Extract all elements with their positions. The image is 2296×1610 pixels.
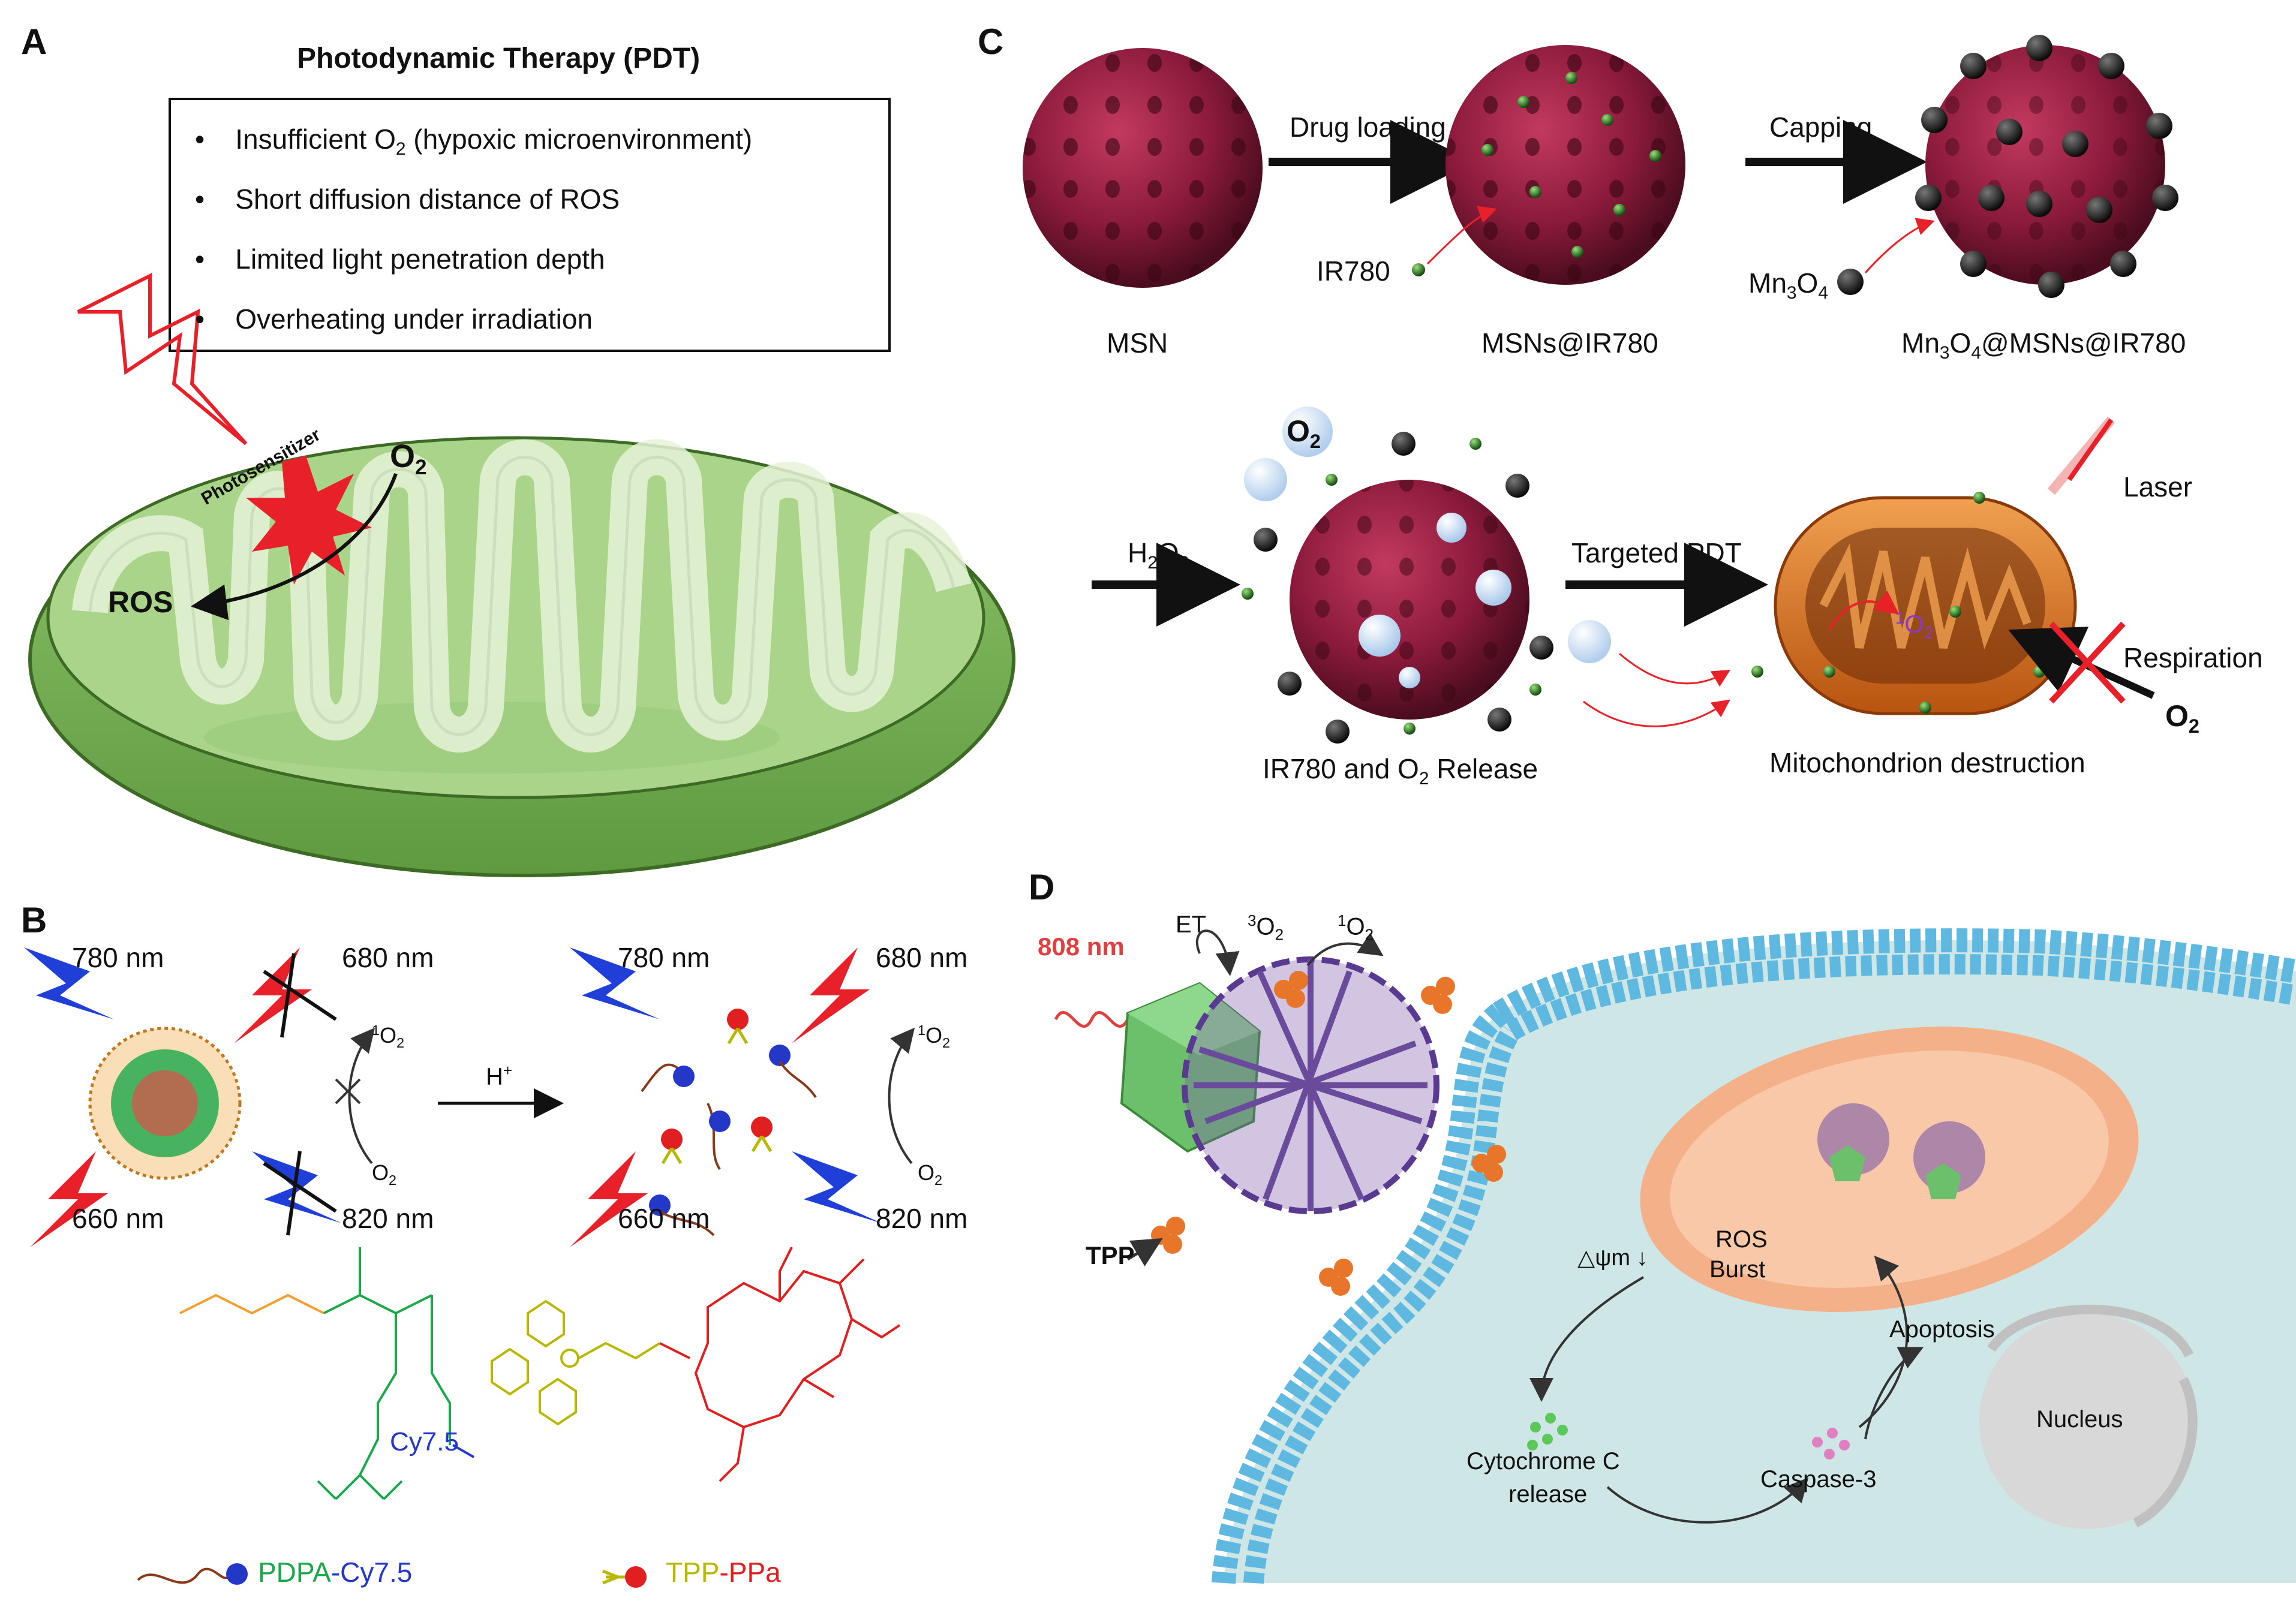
mito-destruction-label: Mitochondrion destruction <box>1769 747 2085 778</box>
cell-mitochondrion <box>1640 1027 2139 1312</box>
panel-d-label: D <box>1029 867 1055 907</box>
cytochrome-c-label-2: release <box>1508 1481 1588 1507</box>
laser-label: Laser <box>2123 471 2193 502</box>
panel-c-label: C <box>978 22 1004 62</box>
laser-808-label: 808 nm <box>1038 932 1125 961</box>
o2-bubble-label: O2 <box>1287 414 1321 452</box>
mn3o4-msns-ir780-particle <box>1915 35 2178 298</box>
cytochrome-c-label-1: Cytochrome C <box>1466 1448 1620 1474</box>
singlet-oxygen-left: 1O2 <box>372 1022 405 1051</box>
polymer-structure <box>179 1247 474 1500</box>
respiration-label: Respiration <box>2123 642 2263 673</box>
cytochrome-c-dots <box>1527 1413 1568 1450</box>
capping-label: Capping <box>1769 112 1873 143</box>
wavelength-680-left: 680 nm <box>342 942 434 973</box>
h2o2-label: H2O2 <box>1128 537 1189 573</box>
tpp-ppa-structure <box>491 1247 901 1482</box>
apoptosis-label: Apoptosis <box>1889 1316 1995 1343</box>
tpp-label: TPP <box>1086 1241 1135 1269</box>
red-bolt-680-left <box>234 947 337 1043</box>
wavelength-660-right: 660 nm <box>618 1203 710 1234</box>
ros-burst-label-2: Burst <box>1709 1256 1766 1283</box>
msn-label: MSN <box>1107 327 1168 359</box>
wavelength-660-left: 660 nm <box>72 1203 164 1234</box>
wavelength-680-right: 680 nm <box>876 942 968 973</box>
et-label: ET <box>1176 911 1207 938</box>
starburst-icon <box>246 456 372 585</box>
mn3o4-msns-ir780-label: Mn3O4@MSNs@IR780 <box>1901 327 2186 363</box>
o2-respiration-label: O2 <box>2165 699 2199 737</box>
singlet-oxygen-label: 1O2 <box>1895 609 1934 642</box>
bullet-item: • Overheating under irradiation <box>195 303 593 335</box>
pdt-limitations-box <box>169 98 891 352</box>
cell-membrane <box>1212 928 2296 1584</box>
ros-burst-label-1: ROS <box>1715 1226 1768 1253</box>
wavelength-780-left: 780 nm <box>72 942 164 973</box>
ros-label: ROS <box>108 585 173 619</box>
bullet-item: • Limited light penetration depth <box>195 243 605 275</box>
micelle-illustration <box>88 1027 242 1180</box>
wavelength-820-left: 820 nm <box>342 1203 434 1234</box>
red-bolt-660-left <box>30 1151 108 1247</box>
caspase-label: Caspase-3 <box>1760 1466 1877 1492</box>
wavelength-820-right: 820 nm <box>876 1203 968 1234</box>
nucleus <box>1979 1304 2198 1529</box>
ir780-label: IR780 <box>1317 255 1390 287</box>
release-label: IR780 and O2 Release <box>1263 753 1538 789</box>
oxygen-right: O2 <box>918 1160 943 1188</box>
wavelength-780-right: 780 nm <box>618 942 710 973</box>
msns-ir780-label: MSNs@IR780 <box>1481 327 1658 359</box>
triplet-oxygen-label: 3O2 <box>1248 911 1284 944</box>
singlet-oxygen-d-label: 1O2 <box>1338 911 1374 944</box>
tpp-groups <box>1151 971 1506 1296</box>
mof-sphere <box>1182 956 1439 1214</box>
msns-ir780-particle <box>1445 45 1685 285</box>
drug-loading-label: Drug loading <box>1290 112 1446 143</box>
legend-tpp-ppa: TPP-PPa <box>666 1557 781 1588</box>
released-polymers <box>641 1009 817 1236</box>
acid-label: H+ <box>486 1061 513 1090</box>
light-bolt-icon <box>77 273 248 446</box>
singlet-oxygen-right: 1O2 <box>918 1022 951 1051</box>
legend-pdpa-cy75: PDPA-Cy7.5 <box>258 1557 413 1588</box>
o2-to-ros-arrow <box>191 473 398 621</box>
pdt-title: Photodynamic Therapy (PDT) <box>297 43 701 74</box>
orange-mitochondrion <box>1774 492 2077 715</box>
tpp-ppa-legend-icon <box>602 1566 647 1588</box>
o2-release-particle <box>1290 480 1529 720</box>
blue-bolt-820-left <box>252 1151 342 1236</box>
msn-particle <box>1023 48 1263 288</box>
membrane-potential-label: △ψm ↓ <box>1577 1245 1648 1271</box>
o2-label: O2 <box>390 438 427 479</box>
panel-b-label: B <box>21 900 47 940</box>
nucleus-label: Nucleus <box>2036 1406 2123 1433</box>
mitochondrion-illustration <box>28 436 1015 877</box>
blue-bolt-780-left <box>24 947 114 1019</box>
panel-a-label: A <box>21 22 47 62</box>
bullet-item: • Short diffusion distance of ROS <box>195 183 620 215</box>
pdpa-cy-legend-icon <box>137 1563 248 1585</box>
oxygen-left: O2 <box>372 1160 397 1188</box>
caspase-dots <box>1812 1428 1850 1459</box>
cy75-structure-label: Cy7.5 <box>390 1427 459 1456</box>
mn3o4-label: Mn3O4 <box>1748 267 1828 303</box>
bullet-item: • Insufficient O2 (hypoxic microenvironm… <box>195 124 753 160</box>
targeted-pdt-label: Targeted PDT <box>1571 537 1742 568</box>
